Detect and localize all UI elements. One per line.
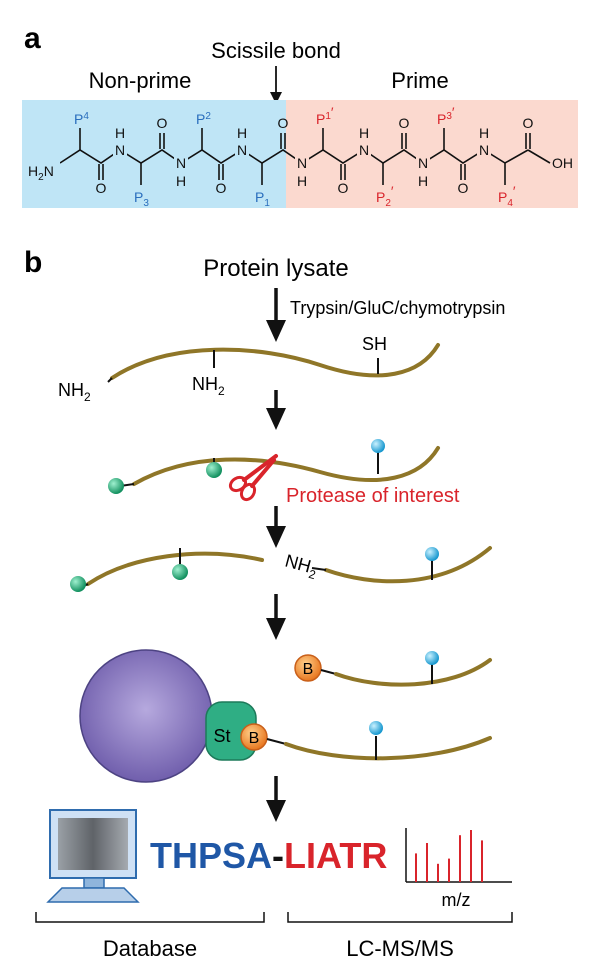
new-n-terminus-label: NH2 <box>282 551 320 583</box>
arrow-1-head-icon <box>266 320 286 342</box>
amide-h-5: H <box>359 125 369 141</box>
amide-h-6: H <box>418 173 428 189</box>
blue-cysteine-ball-3 <box>425 651 439 665</box>
protein-chain-1 <box>110 343 440 380</box>
amide-n-4: N <box>297 155 307 171</box>
scissile-arrowhead-icon <box>270 92 282 104</box>
green-label-ball-3 <box>70 576 86 592</box>
streptavidin-label: St <box>213 726 230 746</box>
hydroxyl-label: OH <box>552 155 573 171</box>
carbonyl-o-3: O <box>216 180 227 196</box>
biotin-linker-2 <box>266 738 287 745</box>
residue-p1-prime: P1′ <box>316 104 334 127</box>
amide-n-5: N <box>359 142 369 158</box>
bead <box>79 649 213 783</box>
database-bracket <box>35 912 265 923</box>
arrow-5-head-icon <box>266 800 286 822</box>
biotin-linker-1 <box>320 669 337 675</box>
residue-p1: P1 <box>255 189 270 209</box>
residue-labels: P4 P3 P2 P1 P1′ P2′ P3′ P4′ <box>74 104 516 209</box>
captured-fragment-2 <box>284 736 492 761</box>
amide-h-4: H <box>297 173 307 189</box>
green-label-ball-1 <box>108 478 124 494</box>
amide-h-3: H <box>237 125 247 141</box>
residue-p3-prime: P3′ <box>437 104 455 127</box>
atom-labels: H2N N H N H N H N H N H N H N H O O O O … <box>26 115 573 196</box>
carbonyl-o-2: O <box>157 115 168 131</box>
arrow-4-head-icon <box>266 618 286 640</box>
blue-cysteine-ball-4 <box>369 721 383 735</box>
prime-label: Prime <box>391 68 448 93</box>
biotin-letter-2: B <box>249 730 260 747</box>
carbonyl-o-1: O <box>96 180 107 196</box>
blue-cysteine-ball-1 <box>371 439 385 453</box>
amide-n-1: N <box>115 142 125 158</box>
sh-label: SH <box>362 334 387 354</box>
carbonyl-o-7: O <box>458 180 469 196</box>
carbonyl-o-5: O <box>338 180 349 196</box>
lcms-bracket <box>287 912 513 923</box>
carbonyl-o-4: O <box>278 115 289 131</box>
prime-region <box>286 100 578 208</box>
captured-fragment-1 <box>334 658 492 687</box>
panel-b-label: b <box>24 246 42 279</box>
peptide-backbone <box>59 128 551 185</box>
amino-terminus-label: H2N <box>28 163 54 183</box>
protein-lysate-label: Protein lysate <box>203 255 348 282</box>
scissile-bond-label: Scissile bond <box>211 38 341 63</box>
computer-monitor-icon <box>46 809 140 903</box>
amide-h-7: H <box>479 125 489 141</box>
scissors-icon <box>228 454 278 502</box>
green-label-ball-4 <box>172 564 188 580</box>
peptide-sequence: THPSA-LIATR <box>150 835 387 876</box>
residue-p4: P4 <box>74 111 89 127</box>
carbonyl-o-6: O <box>399 115 410 131</box>
enzymes-label: Trypsin/GluC/chymotrypsin <box>290 298 505 318</box>
prime-fragment <box>324 546 492 584</box>
mz-axis-label: m/z <box>442 890 471 910</box>
biotin-tag-2 <box>240 723 268 751</box>
n-terminus-stub <box>107 377 113 383</box>
mass-spectrum <box>405 828 512 883</box>
arrow-3-head-icon <box>266 526 286 548</box>
panel-a-label: a <box>24 22 41 55</box>
amide-n-2: N <box>176 155 186 171</box>
protease-label: Protease of interest <box>286 485 460 507</box>
n-terminus-amine-label: NH2 <box>58 380 91 404</box>
nonprime-fragment <box>86 551 264 586</box>
biotin-tag-1 <box>294 654 322 682</box>
lcms-label: LC-MS/MS <box>346 936 454 961</box>
amide-n-7: N <box>479 142 489 158</box>
residue-p2-prime: P2′ <box>376 183 394 209</box>
green-label-ball-2 <box>206 462 222 478</box>
residue-p4-prime: P4′ <box>498 183 516 209</box>
amide-h-2: H <box>176 173 186 189</box>
database-label: Database <box>103 936 197 961</box>
amide-n-3: N <box>237 142 247 158</box>
residue-p3: P3 <box>134 189 149 209</box>
new-n-terminus-stub <box>311 567 327 571</box>
arrow-2-head-icon <box>266 408 286 430</box>
protein-chain-2 <box>132 446 440 486</box>
lysine-amine-label: NH2 <box>192 374 225 398</box>
carbonyl-o-8: O <box>523 115 534 131</box>
amide-h-1: H <box>115 125 125 141</box>
nonprime-label: Non-prime <box>89 68 192 93</box>
amide-n-6: N <box>418 155 428 171</box>
blue-cysteine-ball-2 <box>425 547 439 561</box>
residue-p2: P2 <box>196 111 211 127</box>
biotin-letter-1: B <box>303 661 314 678</box>
